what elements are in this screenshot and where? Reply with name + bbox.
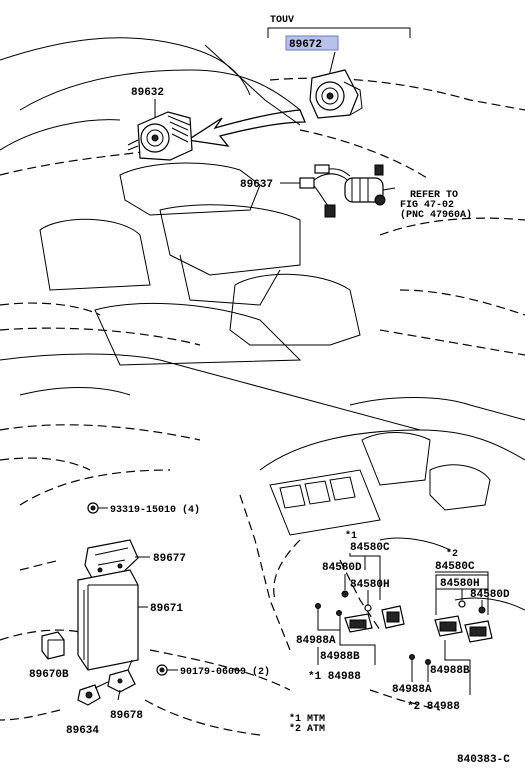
relay-89670B-drawing [41, 631, 65, 660]
part-label-89634[interactable]: 89634 [66, 725, 99, 737]
part-89670B[interactable]: 89670B [29, 631, 69, 681]
part-label-93319[interactable]: 93319-15010 (4) [110, 504, 200, 516]
part-label-84988B-mtm[interactable]: 84988B [320, 651, 360, 663]
part-label-89670B[interactable]: 89670B [29, 669, 69, 681]
part-label-84988A-atm[interactable]: 84988A [392, 684, 432, 696]
part-89678[interactable]: 89678 [107, 659, 143, 722]
part-label-84580C-atm[interactable]: 84580C [435, 561, 475, 573]
switch-84988-mtm-right-drawing [381, 605, 405, 629]
atm-switch-group: *2 84580C 84580H 84580D 84988B 84988A *2… [392, 548, 510, 713]
part-89632[interactable]: 89632 [127, 87, 193, 161]
part-label-84988A-mtm[interactable]: 84988A [296, 635, 336, 647]
interior-outline [0, 397, 525, 736]
switch-84988-atm-right-drawing [464, 620, 493, 643]
legend-atm: *2 ATM [289, 723, 325, 735]
part-label-84988B-atm[interactable]: 84988B [430, 665, 470, 677]
part-label-89672[interactable]: 89672 [289, 39, 322, 51]
legend-mtm: *1 MTM [289, 713, 325, 725]
mtm-star-label: *1 [345, 530, 357, 542]
part-label-84580D-atm[interactable]: 84580D [470, 589, 510, 601]
part-label-90179[interactable]: 90179-06009 (2) [180, 666, 270, 678]
part-90179-06009[interactable]: 90179-06009 (2) [156, 664, 270, 678]
part-label-84580H-mtm[interactable]: 84580H [350, 579, 390, 591]
refer-line-3: (PNC 47960A) [400, 209, 472, 221]
refer-line-1: REFER TO [410, 190, 458, 201]
refer-note: REFER TO FIG 47-02 (PNC 47960A) [400, 190, 472, 221]
part-label-89671[interactable]: 89671 [150, 603, 183, 615]
sensor-89672-drawing [309, 69, 363, 119]
bracket-89678-drawing [107, 659, 136, 701]
mtm-switch-group: *1 84580C 84580D 84580H 84988A 84988B *1… [296, 530, 405, 683]
part-label-84988-atm[interactable]: *2 84988 [407, 701, 460, 713]
part-label-89678[interactable]: 89678 [110, 710, 143, 722]
sensor-89634-drawing [77, 681, 109, 706]
direction-arrow [186, 109, 306, 147]
wire-harness-89637-drawing [299, 164, 396, 218]
switch-84988-mtm-left-drawing [344, 613, 373, 633]
figure-code: 840383-C [457, 754, 510, 766]
touv-label: TOUV [270, 15, 294, 26]
highlight-box [285, 35, 339, 51]
part-label-89637[interactable]: 89637 [240, 179, 273, 191]
part-89634[interactable]: 89634 [66, 681, 109, 737]
part-label-84988-mtm[interactable]: *1 84988 [308, 671, 361, 683]
engine-bay-outline [0, 37, 525, 431]
ecu-89671-drawing [77, 569, 139, 671]
touv-bracket: TOUV [267, 15, 411, 38]
part-label-84580H-atm[interactable]: 84580H [440, 578, 480, 590]
refer-line-2: FIG 47-02 [400, 200, 454, 211]
part-89637[interactable]: 89637 [240, 164, 396, 218]
switch-84988-atm-left-drawing [434, 615, 463, 637]
part-label-89632[interactable]: 89632 [131, 87, 164, 99]
part-89671[interactable]: 89671 [77, 569, 183, 671]
sensor-89632-drawing [127, 111, 193, 161]
part-label-89677[interactable]: 89677 [153, 553, 186, 565]
atm-star-label: *2 [446, 548, 458, 560]
part-93319-15010[interactable]: 93319-15010 (4) [87, 502, 200, 516]
part-label-84580C-mtm[interactable]: 84580C [350, 542, 390, 554]
part-89677[interactable]: 89677 [84, 539, 186, 579]
part-89672[interactable]: 89672 [285, 35, 363, 119]
transmission-legend: *1 MTM *2 ATM [289, 713, 325, 735]
part-label-84580D-mtm[interactable]: 84580D [322, 562, 362, 574]
